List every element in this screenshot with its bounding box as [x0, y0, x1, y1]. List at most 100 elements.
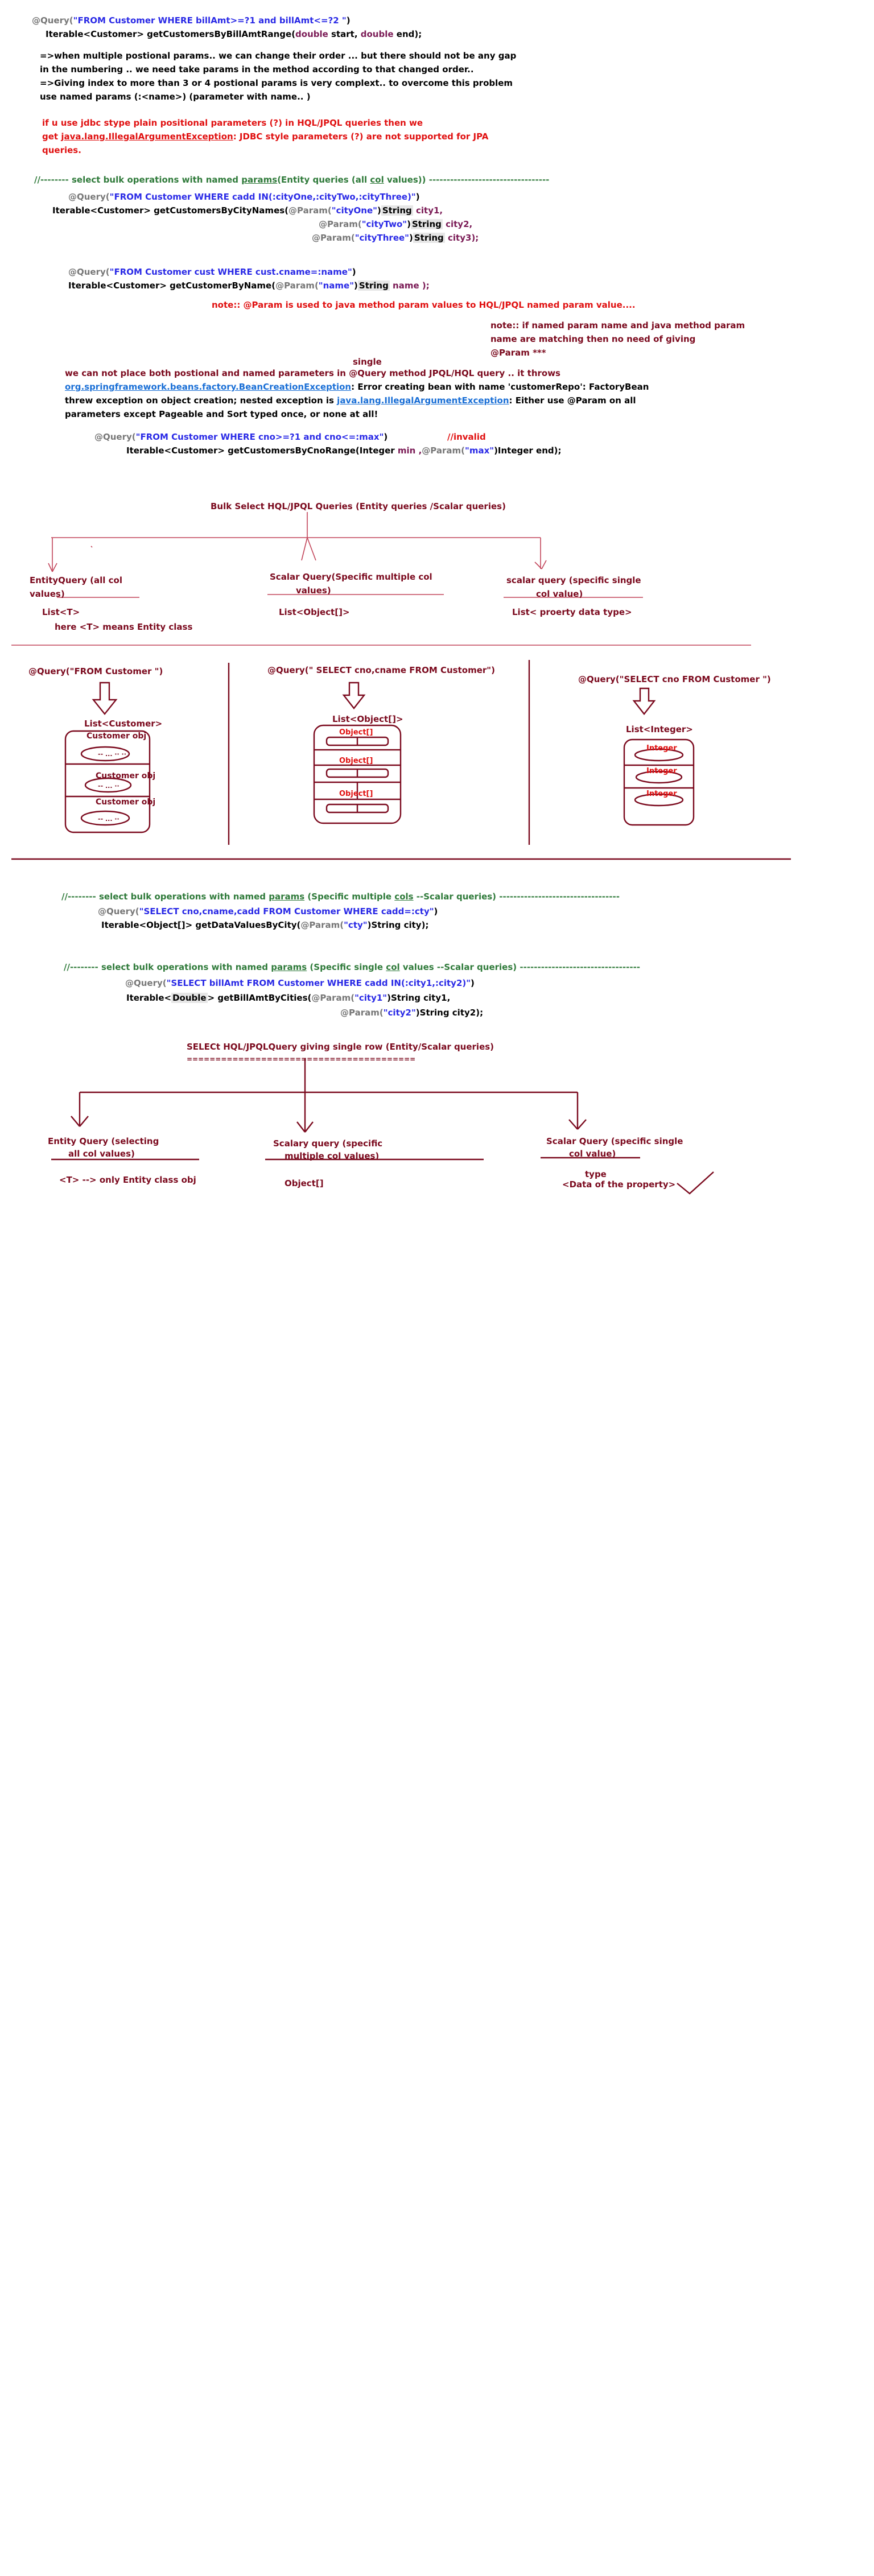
list-integer-label: List<Integer> — [626, 724, 693, 734]
scalar-return-type: List<Object[]> — [279, 607, 350, 617]
paren: ) — [352, 267, 356, 277]
type-highlight: Double — [171, 993, 208, 1003]
comment-text: params — [241, 175, 278, 185]
comment-text: --Scalar queries) ----------------------… — [413, 891, 620, 902]
param-name: "max" — [465, 445, 494, 456]
named-param-note: note:: if named param name and java meth… — [490, 320, 745, 331]
method-sig: Iterable< — [126, 993, 172, 1003]
query-string: "FROM Customer WHERE cno>=?1 and cno<=:m… — [135, 432, 384, 442]
query-string: "SELECT billAmt FROM Customer WHERE cadd… — [166, 978, 471, 988]
type-highlight: String — [357, 280, 390, 291]
method-scalar-multi-line: Iterable<Object[]> getDataValuesByCity(@… — [101, 919, 428, 931]
customer-obj: Customer obj — [86, 732, 147, 741]
exception-link[interactable]: org.springframework.beans.factory.BeanCr… — [65, 382, 352, 392]
single-scalar-return: List< proerty data type> — [512, 607, 632, 617]
single-scalar-label: col value) — [536, 589, 583, 599]
note-line: =>when multiple postional params.. we ca… — [40, 51, 517, 61]
single-col-label: Scalar Query (specific single — [546, 1136, 683, 1146]
paren: ) — [415, 1008, 420, 1018]
comment-text: //-------- select bulk operations with n… — [61, 891, 269, 902]
query-cities-line: @Query("FROM Customer WHERE cadd IN(:cit… — [68, 191, 420, 203]
customer-obj: Customer obj — [96, 771, 156, 781]
entity-query-label: EntityQuery (all col — [30, 575, 123, 585]
param: name ); — [389, 280, 430, 291]
paren: ) — [387, 993, 391, 1003]
entity-query-label: values) — [30, 589, 65, 599]
scalar-single-return: Object[] — [285, 1178, 324, 1188]
integer-item: Integer — [646, 790, 677, 798]
warning-line: if u use jdbc stype plain positional par… — [42, 118, 423, 128]
param: city2, — [442, 219, 473, 229]
paren: ) — [407, 219, 411, 229]
scalar-single-label: multiple col values) — [285, 1151, 380, 1161]
entity-note: here <T> means Entity class — [55, 622, 193, 632]
param: String city); — [371, 920, 429, 930]
param-name: "cty" — [344, 920, 368, 930]
entity-single-return: <T> --> only Entity class obj — [59, 1175, 196, 1185]
warning-text: get — [42, 131, 61, 142]
entity-query-example: @Query("FROM Customer ") — [28, 666, 163, 676]
param-line: @Param("cityThree")String city3); — [312, 232, 479, 243]
paren: ) — [367, 920, 372, 930]
warning-text: threw exception on object creation; nest… — [65, 395, 337, 406]
mix-warning: we can not place both postional and name… — [65, 368, 560, 378]
paren: ) — [377, 205, 381, 216]
param-name: "cityOne" — [331, 205, 377, 216]
method-cno-line: Iterable<Customer> getCustomersByCnoRang… — [126, 445, 562, 456]
param-name: "cityTwo" — [361, 219, 407, 229]
obj-dots: -- ... ·· — [98, 815, 119, 823]
exception-link[interactable]: java.lang.IllegalArgumentException — [61, 131, 233, 142]
scalar-query-example: @Query(" SELECT cno,cname FROM Customer"… — [267, 665, 495, 675]
scalar-single-label: Scalary query (specific — [273, 1138, 383, 1149]
diagram3-title: SELECt HQL/JPQLQuery giving single row (… — [187, 1042, 494, 1052]
comment-text: //-------- select bulk operations with n… — [64, 962, 271, 972]
paren: ) — [471, 978, 475, 988]
named-param-note: @Param *** — [490, 348, 546, 358]
comment-text: (Entity queries (all — [277, 175, 370, 185]
method-sig: Iterable<Customer> getCustomersByCityNam… — [52, 205, 289, 216]
annotation: @Query( — [68, 267, 110, 277]
param: String city2); — [419, 1008, 484, 1018]
method-sig: Iterable<Customer> getCustomersByCnoRang… — [126, 445, 398, 456]
keyword: double — [295, 29, 328, 39]
annotation: @Query( — [32, 15, 73, 26]
diagram3-underline: ======================================== — [187, 1055, 416, 1063]
type-highlight: String — [410, 219, 443, 229]
query-invalid-line: @Query("FROM Customer WHERE cno>=?1 and … — [94, 431, 387, 443]
annotation: @Param( — [422, 445, 465, 456]
param: start, — [328, 29, 361, 39]
object-array: Object[] — [339, 790, 373, 798]
paren: ) — [384, 432, 388, 442]
comment-text: (Specific single — [307, 962, 386, 972]
query-string: "FROM Customer WHERE cadd IN(:cityOne,:c… — [109, 192, 416, 202]
paren: ) — [354, 280, 358, 291]
warning-text: : Either use @Param on all — [509, 395, 636, 406]
query-scalar-single-line: @Query("SELECT billAmt FROM Customer WHE… — [125, 977, 475, 989]
param-note: note:: @Param is used to java method par… — [212, 300, 636, 310]
mix-warning: org.springframework.beans.factory.BeanCr… — [65, 381, 649, 393]
param-name: "cityThree" — [354, 233, 409, 243]
query-billamt-line: @Query("FROM Customer WHERE billAmt>=?1 … — [32, 15, 351, 26]
query-name-line: @Query("FROM Customer cust WHERE cust.cn… — [68, 266, 356, 278]
section-comment: //-------- select bulk operations with n… — [64, 961, 640, 973]
invalid-comment: //invalid — [447, 432, 486, 442]
scalar-query-label: Scalar Query(Specific multiple col — [270, 572, 432, 582]
annotation: @Param( — [288, 205, 332, 216]
comment-text: params — [271, 962, 307, 972]
annotation: @Param( — [312, 233, 355, 243]
single-col-return: <Data of the property> — [562, 1179, 676, 1190]
query-string: "FROM Customer cust WHERE cust.cname=:na… — [109, 267, 352, 277]
query-string: "SELECT cno,cname,cadd FROM Customer WHE… — [139, 906, 434, 917]
type-highlight: String — [381, 205, 413, 216]
warning-line: queries. — [42, 145, 81, 155]
method-billamt-line: Iterable<Customer> getCustomersByBillAmt… — [46, 28, 422, 40]
exception-link[interactable]: java.lang.IllegalArgumentException — [337, 395, 509, 406]
mix-warning: parameters except Pageable and Sort type… — [65, 409, 378, 419]
param-line: @Param("cityTwo")String city2, — [319, 218, 472, 230]
param-name: "city2" — [383, 1008, 416, 1018]
comment-text: values)) -------------------------------… — [384, 175, 550, 185]
diagram1-title: Bulk Select HQL/JPQL Queries (Entity que… — [211, 501, 506, 511]
warning-text: : Error creating bean with name 'custome… — [351, 382, 649, 392]
method-name-line: Iterable<Customer> getCustomerByName(@Pa… — [68, 280, 430, 291]
comment-text: (Specific multiple — [304, 891, 395, 902]
